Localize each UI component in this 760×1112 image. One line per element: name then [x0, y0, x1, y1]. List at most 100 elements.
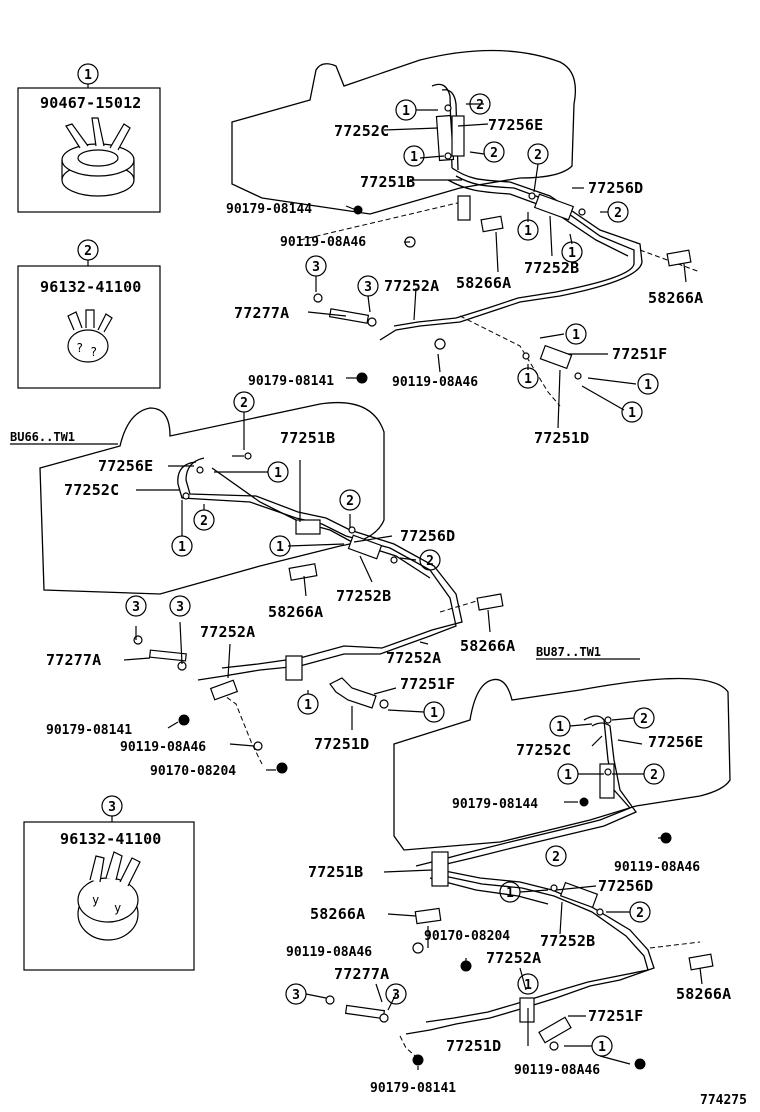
bot-90119-08a46: 90119-08A46	[614, 860, 700, 875]
bot-77252b: 77252B	[540, 932, 595, 950]
svg-text:2: 2	[650, 768, 658, 783]
mid-77251d: 77251D	[314, 735, 369, 753]
top-77252a: 77252A	[384, 277, 439, 295]
svg-text:1: 1	[628, 406, 636, 421]
mid-77256e: 77256E	[98, 457, 153, 475]
top-90119-08a46-2: 90119-08A46	[392, 375, 478, 390]
legend-3-number: 3	[108, 800, 116, 815]
svg-text:2: 2	[636, 906, 644, 921]
clip-1-icon	[61, 117, 135, 197]
bot-77252c: 77252C	[516, 741, 571, 759]
top-90179-08141: 90179-08141	[248, 374, 334, 389]
top-77252c: 77252C	[334, 122, 389, 140]
svg-text:2: 2	[534, 148, 542, 163]
mid-58266a-2: 58266A	[460, 637, 515, 655]
middle-assembly: BU66..TW1	[10, 391, 640, 779]
top-77256e: 77256E	[488, 116, 543, 134]
bot-90179-08144: 90179-08144	[452, 797, 538, 812]
mid-77252b: 77252B	[336, 587, 391, 605]
bot-77251b: 77251B	[308, 863, 363, 881]
top-77251f: 77251F	[612, 345, 667, 363]
clip-2-icon: ? ?	[67, 309, 113, 363]
svg-text:1: 1	[556, 720, 564, 735]
figure-id: 774275	[700, 1093, 747, 1108]
svg-text:2: 2	[614, 206, 622, 221]
svg-text:1: 1	[564, 768, 572, 783]
bot-90119-08a46-3: 90119-08A46	[514, 1063, 600, 1078]
bottom-callouts: 1 2 1 2 2 1 2 3 3 1 1	[285, 707, 665, 1057]
svg-text:1: 1	[524, 372, 532, 387]
top-77256d: 77256D	[588, 179, 643, 197]
bot-77252a: 77252A	[486, 949, 541, 967]
svg-text:2: 2	[490, 146, 498, 161]
bot-90170-08204: 90170-08204	[424, 929, 510, 944]
mid-90179-08141: 90179-08141	[46, 723, 132, 738]
variant-bu66: BU66..TW1	[10, 430, 75, 444]
top-77277a: 77277A	[234, 304, 289, 322]
mid-90170-08204: 90170-08204	[150, 764, 236, 779]
top-77251b: 77251B	[360, 173, 415, 191]
svg-text:3: 3	[312, 260, 320, 275]
top-callouts: 1 2 1 2 2 1 2 1 3 3 1 1 1 1	[305, 93, 659, 423]
svg-text:3: 3	[132, 600, 140, 615]
legend-clip-2: 2 96132-41100 ? ?	[17, 239, 161, 389]
bot-58266a-1: 58266A	[310, 905, 365, 923]
legend-clip-1: 1 90467-15012	[17, 63, 161, 213]
svg-text:1: 1	[598, 1040, 606, 1055]
svg-text:1: 1	[644, 378, 652, 393]
svg-text:y: y	[92, 893, 99, 907]
svg-text:1: 1	[524, 978, 532, 993]
legend-2-number: 2	[84, 244, 92, 259]
top-90119-08a46: 90119-08A46	[280, 235, 366, 250]
bot-58266a-2: 58266A	[676, 985, 731, 1003]
bottom-assembly: 77252C 77256E 90179-08144 90119-08A46 77…	[285, 677, 731, 1096]
svg-text:3: 3	[292, 988, 300, 1003]
bot-77256e: 77256E	[648, 733, 703, 751]
mid-77277a: 77277A	[46, 651, 101, 669]
clip-3-icon: y y	[77, 851, 141, 941]
top-77252b: 77252B	[524, 259, 579, 277]
top-90179-08144: 90179-08144	[226, 202, 312, 217]
mid-77256d: 77256D	[400, 527, 455, 545]
svg-text:1: 1	[430, 706, 438, 721]
svg-text:1: 1	[572, 328, 580, 343]
legend-1-part: 90467-15012	[40, 94, 142, 112]
svg-text:1: 1	[274, 466, 282, 481]
mid-58266a-1: 58266A	[268, 603, 323, 621]
legend-3-part: 96132-41100	[60, 830, 162, 848]
svg-text:1: 1	[568, 246, 576, 261]
mid-77251b: 77251B	[280, 429, 335, 447]
bot-77251f: 77251F	[588, 1007, 643, 1025]
top-58266a-2: 58266A	[648, 289, 703, 307]
svg-text:1: 1	[506, 886, 514, 901]
variant-bu87: BU87..TW1	[536, 645, 601, 659]
svg-text:1: 1	[410, 150, 418, 165]
mid-77251f: 77251F	[400, 675, 455, 693]
bot-77277a: 77277A	[334, 965, 389, 983]
top-58266a-1: 58266A	[456, 274, 511, 292]
middle-callouts: 2 1 2 1 2 1 2 3 3 1 1	[125, 391, 445, 723]
svg-text:3: 3	[392, 988, 400, 1003]
svg-text:?: ?	[76, 341, 83, 355]
svg-text:2: 2	[240, 396, 248, 411]
top-77251d: 77251D	[534, 429, 589, 447]
bot-90179-08141: 90179-08141	[370, 1081, 456, 1096]
legend-clip-3: 3 96132-41100 y y	[23, 795, 195, 971]
legend-1-number: 1	[84, 68, 92, 83]
svg-text:2: 2	[346, 494, 354, 509]
svg-text:1: 1	[304, 698, 312, 713]
mid-90119-08a46: 90119-08A46	[120, 740, 206, 755]
svg-text:1: 1	[178, 540, 186, 555]
svg-text:1: 1	[276, 540, 284, 555]
bot-90119-08a46-2: 90119-08A46	[286, 945, 372, 960]
svg-text:1: 1	[402, 104, 410, 119]
bot-77256d: 77256D	[598, 877, 653, 895]
svg-text:2: 2	[640, 712, 648, 727]
mid-77252c: 77252C	[64, 481, 119, 499]
svg-text:2: 2	[200, 514, 208, 529]
svg-text:1: 1	[524, 224, 532, 239]
svg-text:2: 2	[552, 850, 560, 865]
legend-2-part: 96132-41100	[40, 278, 142, 296]
svg-text:y: y	[114, 901, 121, 915]
